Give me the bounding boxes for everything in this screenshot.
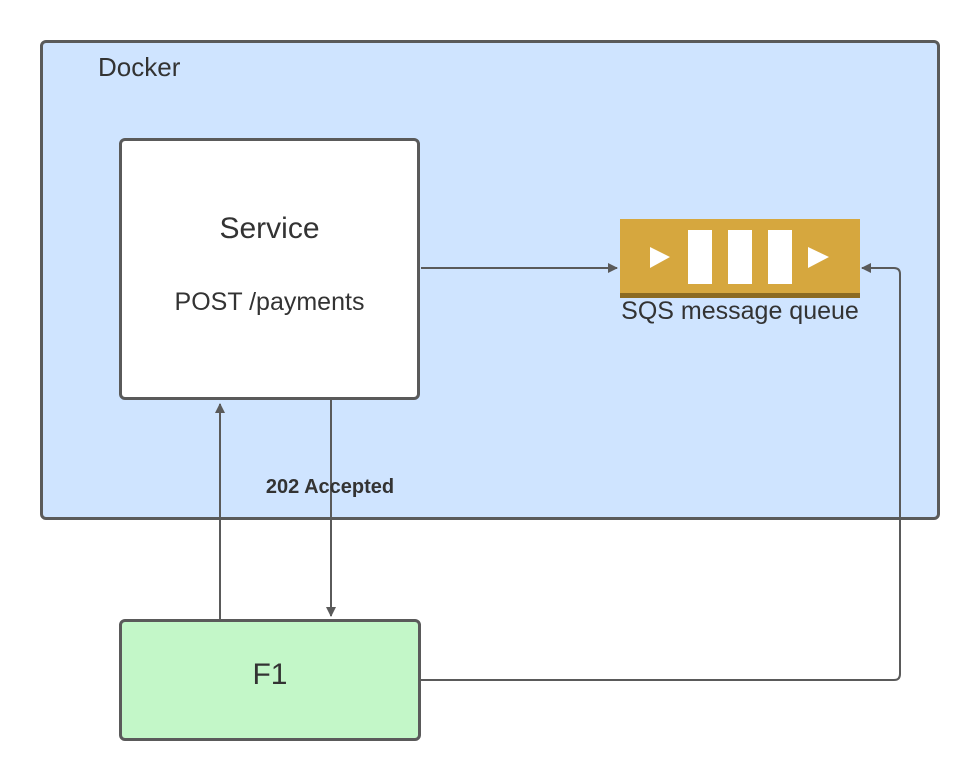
service-title: Service bbox=[219, 212, 320, 245]
service-endpoint: POST /payments bbox=[174, 288, 365, 316]
f1-box bbox=[119, 619, 421, 741]
service-to-f1-label: 202 Accepted bbox=[265, 476, 395, 498]
f1-to-queue-arrow bbox=[421, 263, 901, 681]
service-box bbox=[119, 138, 420, 400]
sqs-queue-icon bbox=[620, 219, 860, 298]
docker-label: Docker bbox=[98, 52, 181, 82]
queue-label: SQS message queue bbox=[621, 297, 859, 325]
f1-label: F1 bbox=[252, 658, 288, 691]
